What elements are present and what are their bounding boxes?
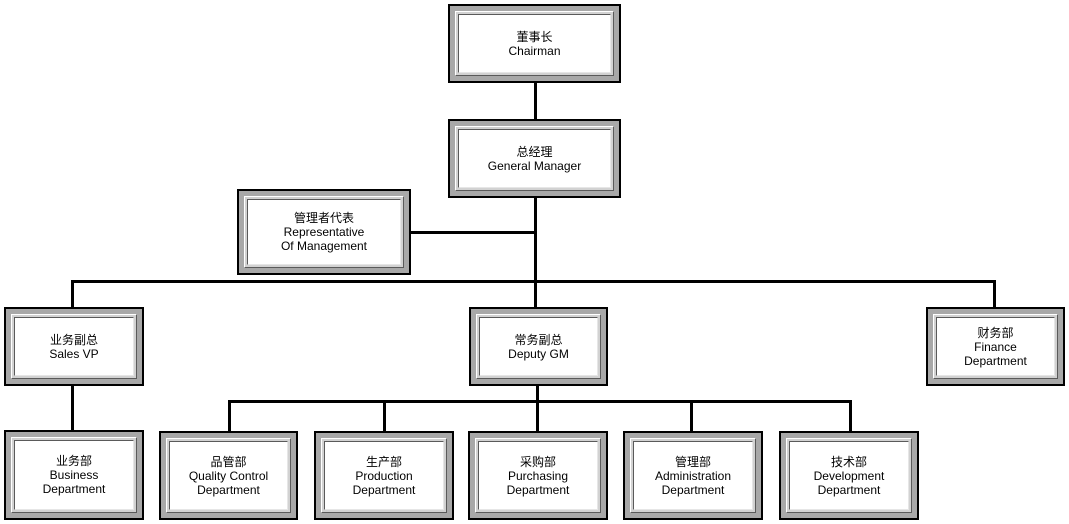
edge-level2-bar (71, 280, 996, 283)
edge-gm-rep (410, 231, 535, 234)
edge-level4-bar (228, 400, 852, 403)
edge-deputy-quality (228, 400, 231, 433)
node-business: 业务部 Business Department (4, 430, 144, 520)
node-development-zh: 技术部 (830, 454, 867, 469)
node-finance: 财务部 Finance Department (926, 307, 1065, 386)
node-rep-en-2: Of Management (280, 239, 368, 253)
node-chairman-en: Chairman (508, 43, 561, 58)
node-purchasing-en-2: Department (506, 482, 570, 497)
node-administration-zh: 管理部 (674, 454, 711, 469)
node-finance-zh: 财务部 (977, 325, 1014, 340)
node-production-en-2: Department (352, 482, 416, 497)
node-finance-en-2: Department (964, 353, 1027, 368)
node-business-zh: 业务部 (55, 454, 92, 468)
node-administration-en-2: Department (661, 482, 725, 497)
edge-deputy-production (383, 400, 386, 433)
node-finance-en-1: Finance (974, 339, 1017, 354)
node-representative: 管理者代表 Representative Of Management (237, 189, 411, 275)
edge-deputy-development (849, 400, 852, 433)
node-business-en-2: Department (42, 482, 106, 496)
node-production-zh: 生产部 (365, 454, 402, 469)
edge-sales-vp-business (71, 385, 74, 432)
node-development-en-1: Development (813, 468, 885, 483)
node-administration-en-1: Administration (654, 468, 732, 483)
node-purchasing-en-1: Purchasing (507, 468, 569, 483)
edge-deputy-administration (690, 400, 693, 433)
node-deputy-gm-zh: 常务副总 (514, 332, 563, 347)
node-production-en-1: Production (355, 468, 413, 483)
node-quality-zh: 品管部 (210, 454, 247, 469)
node-sales-vp-en: Sales VP (49, 346, 99, 361)
node-gm-en: General Manager (487, 158, 582, 173)
node-purchasing: 采购部 Purchasing Department (468, 431, 608, 520)
node-chairman: 董事长 Chairman (448, 4, 621, 83)
node-deputy-gm: 常务副总 Deputy GM (469, 307, 608, 386)
edge-deputy-trunk (536, 385, 539, 433)
node-business-en-1: Business (49, 468, 99, 482)
node-purchasing-zh: 采购部 (519, 454, 556, 469)
node-development-en-2: Department (817, 482, 881, 497)
edge-gm-finance (993, 280, 996, 309)
node-development: 技术部 Development Department (779, 431, 919, 520)
node-chairman-zh: 董事长 (516, 29, 553, 44)
node-quality-en-1: Quality Control (188, 468, 269, 483)
node-sales-vp-zh: 业务副总 (49, 332, 98, 347)
node-general-manager: 总经理 General Manager (448, 119, 621, 198)
node-sales-vp: 业务副总 Sales VP (4, 307, 144, 386)
node-quality-en-2: Department (197, 482, 260, 497)
node-administration: 管理部 Administration Department (623, 431, 763, 520)
node-rep-zh: 管理者代表 (293, 211, 354, 225)
node-rep-en-1: Representative (283, 225, 365, 239)
edge-chairman-gm (534, 82, 537, 120)
edge-gm-trunk (534, 197, 537, 309)
node-production: 生产部 Production Department (314, 431, 454, 520)
edge-gm-sales-vp (71, 280, 74, 309)
node-deputy-gm-en: Deputy GM (508, 346, 569, 361)
node-gm-zh: 总经理 (516, 144, 553, 159)
node-quality: 品管部 Quality Control Department (159, 431, 298, 520)
